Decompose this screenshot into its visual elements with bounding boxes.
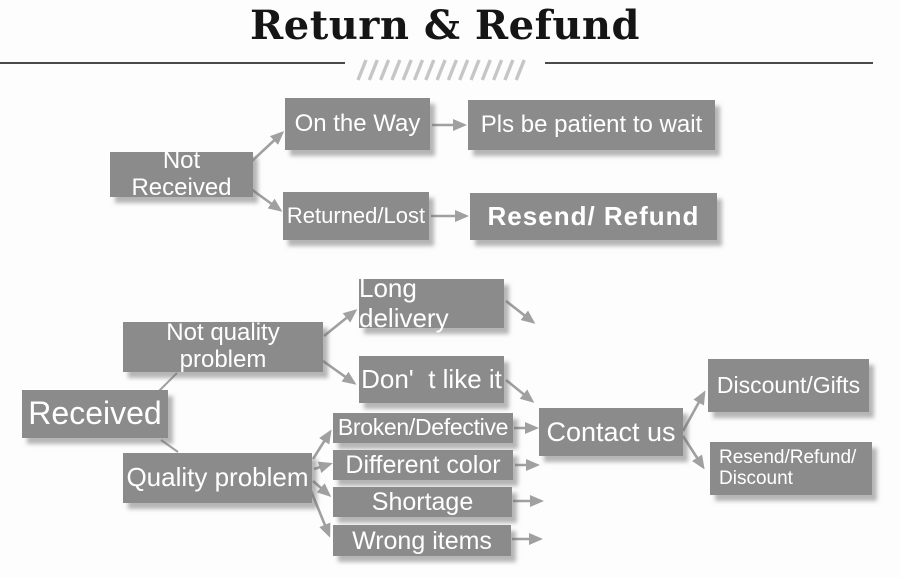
node-shortage: Shortage [333,487,512,517]
node-label-long-delivery: Long delivery [359,273,449,333]
connector-contact-us-to-resend-refund-discount [681,435,705,470]
node-label-returned-lost: Returned/Lost [286,202,426,228]
node-wrong-items: Wrong items [333,525,511,556]
hatch-stroke [458,59,470,81]
connector-received-to-quality-problem [160,439,179,453]
divider-right [545,62,873,64]
hatch-stroke [390,59,402,81]
node-returned-lost: Returned/Lost [283,192,429,240]
hatch-stroke [503,59,515,81]
page-title: Return & Refund [250,2,640,49]
connector-quality-problem-to-different-color [313,461,333,474]
node-on-the-way: On the Way [285,98,430,150]
hatch-stroke [401,59,413,81]
hatch-stroke [412,59,425,81]
connector-not-quality-problem-to-dont-like-it [322,359,357,385]
node-label-different-color: Different color [345,451,501,479]
node-label-on-the-way: On the Way [294,109,421,137]
node-label-broken-defective: Broken/Defective [337,414,509,441]
node-not-quality-problem: Not quality problem [123,319,323,373]
connector-dont-like-it-to-contact-us [505,378,535,403]
node-label-dont-like-it: Don' t like it [361,363,502,394]
hatch-stroke [435,59,447,81]
node-label-shortage: Shortage [371,488,474,516]
node-quality-problem: Quality problem [123,453,312,503]
hatch-stroke [492,59,504,81]
hatch-stroke [480,59,492,81]
connector-quality-problem-to-broken-defective [311,429,332,460]
node-label-contact-us: Contact us [546,416,676,447]
node-different-color: Different color [333,450,513,480]
node-not-received: Not Received [110,147,253,200]
connector-not-quality-problem-to-long-delivery [323,309,358,338]
hatch-stroke [446,59,458,81]
node-broken-defective: Broken/Defective [333,413,513,443]
connector-not-received-to-on-the-way [251,130,285,162]
node-label-received: Received [28,395,162,432]
node-pls-be-patient-to-wait: Pls be patient to wait [468,100,715,150]
hatch-stroke [367,59,379,81]
node-label-wrong-items: Wrong items [352,526,492,555]
node-label-discount-gifts: Discount/Gifts [716,371,861,398]
hatch-stroke [356,59,368,81]
hatch-stroke [424,59,436,81]
node-dont-like-it: Don' t like it [359,356,504,403]
connector-quality-problem-to-shortage [312,480,332,497]
connector-contact-us-to-discount-gifts [681,390,706,432]
node-label-quality-problem: Quality problem [126,462,309,493]
hatch-stroke [379,59,391,81]
connector-quality-problem-to-wrong-items [309,490,331,538]
node-long-delivery: Long delivery [359,274,504,332]
hatch-stroke [514,59,526,81]
node-label-not-received: Not Received [131,146,232,201]
connector-long-delivery-out [505,299,536,324]
node-resend-refund-discount: Resend/Refund/ Discount [710,442,872,495]
divider-left [0,62,345,64]
node-label-resend-refund: Resend/ Refund [487,200,700,231]
node-label-pls-be-patient-to-wait: Pls be patient to wait [480,110,703,138]
connector-not-received-to-returned-lost [250,187,283,212]
node-resend-refund: Resend/ Refund [470,193,717,240]
hatch-decoration [356,59,526,81]
node-discount-gifts: Discount/Gifts [708,359,869,412]
node-received: Received [22,390,168,438]
node-label-not-quality-problem: Not quality problem [166,319,287,373]
node-contact-us: Contact us [539,408,683,456]
node-label-resend-refund-discount: Resend/Refund/ Discount [719,446,857,489]
hatch-stroke [469,59,481,81]
